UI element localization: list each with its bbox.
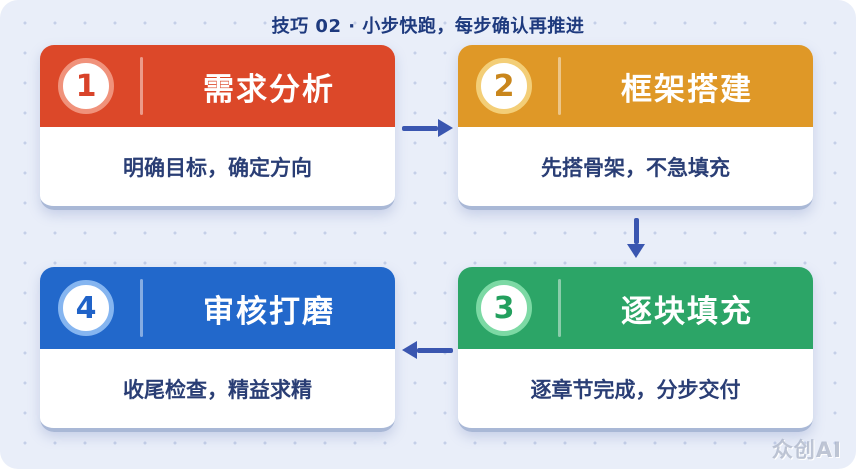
step-4-title: 审核打磨 [203, 293, 335, 330]
step-3-header: 3 逐块填充 [458, 267, 813, 349]
step-4-number-badge: 4 [58, 280, 114, 336]
header-divider [140, 279, 143, 337]
step-1-number-badge: 1 [58, 58, 114, 114]
step-4-subtitle: 收尾检查，精益求精 [40, 349, 395, 432]
step-card-3: 3 逐块填充 逐章节完成，分步交付 [458, 267, 813, 432]
step-3-title: 逐块填充 [621, 293, 753, 330]
step-card-1: 1 需求分析 明确目标，确定方向 [40, 45, 395, 210]
arrow-right-icon [402, 119, 453, 137]
arrow-down-icon [627, 218, 645, 258]
step-1-header: 1 需求分析 [40, 45, 395, 127]
step-2-title: 框架搭建 [621, 71, 753, 108]
step-4-header: 4 审核打磨 [40, 267, 395, 349]
step-2-subtitle: 先搭骨架，不急填充 [458, 127, 813, 210]
arrow-left-icon [402, 341, 453, 359]
step-2-number-badge: 2 [476, 58, 532, 114]
page-title: 技巧 02 · 小步快跑，每步确认再推进 [271, 16, 585, 37]
step-card-4: 4 审核打磨 收尾检查，精益求精 [40, 267, 395, 432]
step-1-title: 需求分析 [203, 71, 335, 108]
header-divider [558, 279, 561, 337]
step-3-number-badge: 3 [476, 280, 532, 336]
step-card-2: 2 框架搭建 先搭骨架，不急填充 [458, 45, 813, 210]
step-1-subtitle: 明确目标，确定方向 [40, 127, 395, 210]
step-2-header: 2 框架搭建 [458, 45, 813, 127]
watermark: 众创AI [771, 438, 842, 462]
header-divider [140, 57, 143, 115]
step-3-subtitle: 逐章节完成，分步交付 [458, 349, 813, 432]
header-divider [558, 57, 561, 115]
